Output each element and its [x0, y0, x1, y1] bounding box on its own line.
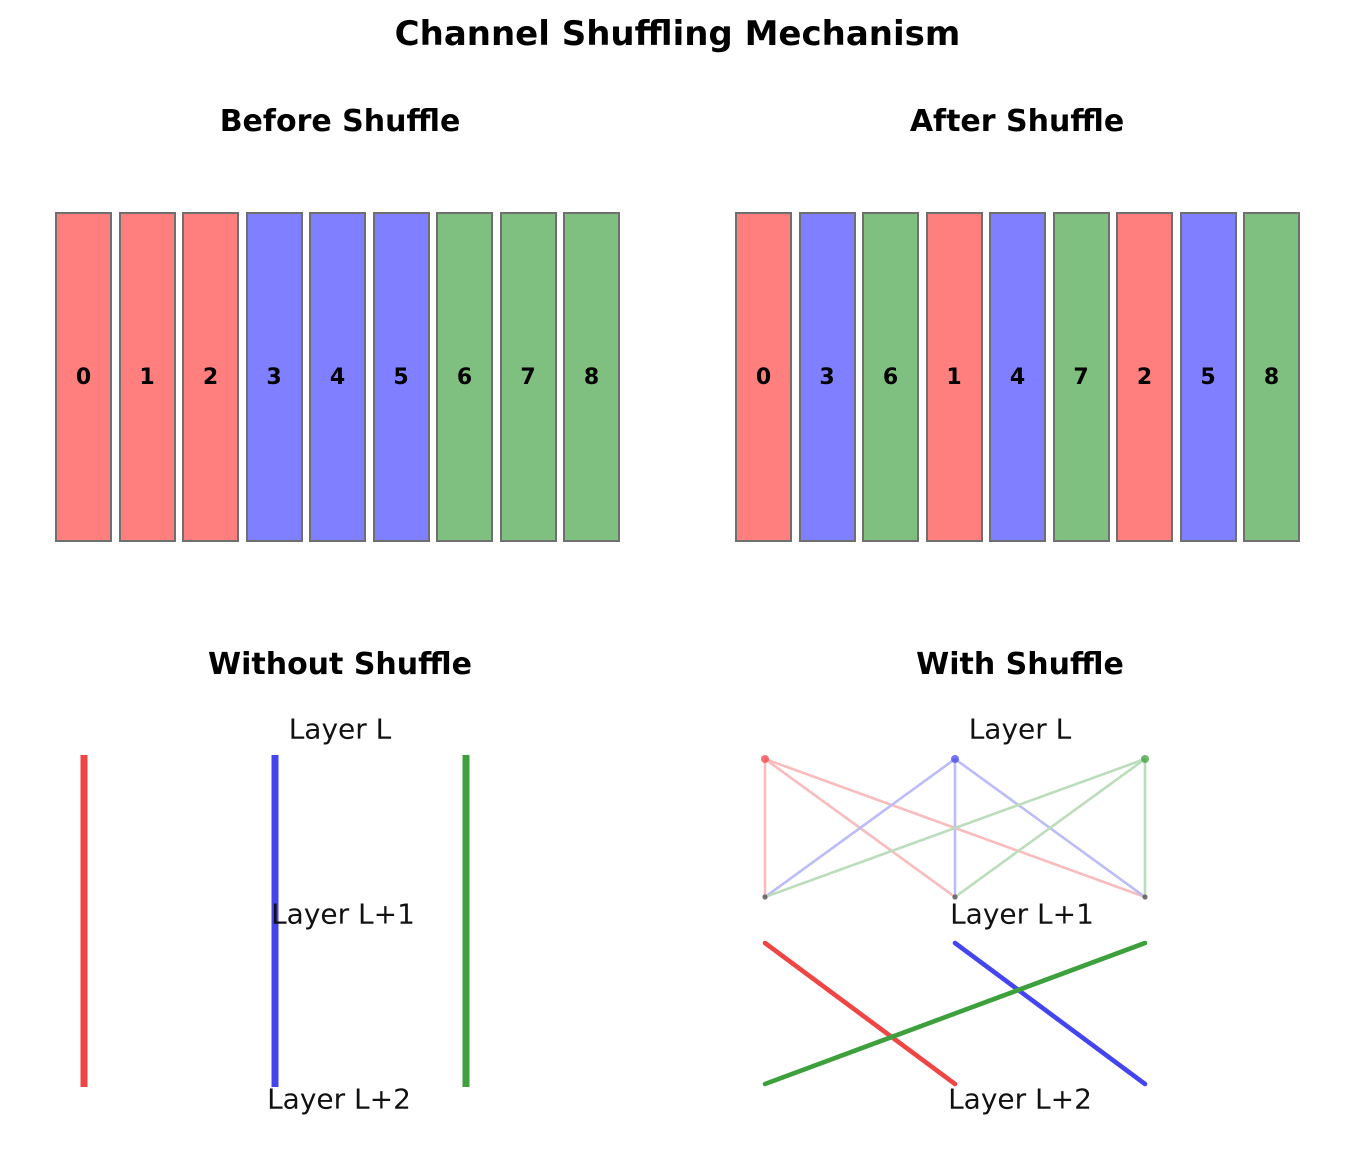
layer-l1-node-0: [762, 894, 768, 900]
shuffle-diagonal-blue: [952, 940, 1148, 1087]
channel-bar-red-2: 2: [1116, 212, 1173, 542]
layer-l-label-with: Layer L: [968, 712, 1072, 746]
channel-bar-green-8: 8: [1243, 212, 1300, 542]
channel-bar-label: 2: [1136, 364, 1153, 390]
channel-bar-red-1: 1: [925, 212, 983, 542]
layer-l2-label-without: Layer L+2: [267, 1082, 411, 1116]
channel-bar-label: 8: [583, 364, 600, 390]
channel-bar-label: 4: [1009, 364, 1026, 390]
channel-bar-blue-3: 3: [245, 212, 303, 542]
channel-bar-label: 5: [1200, 364, 1216, 390]
channel-bar-label: 0: [755, 364, 772, 390]
channel-bar-label: 7: [520, 364, 536, 390]
channel-bar-green-8: 8: [563, 212, 620, 542]
layer-l-node-red: [761, 755, 769, 763]
fan-line-blue: [764, 757, 956, 899]
channel-bar-blue-4: 4: [989, 212, 1046, 542]
channel-bar-label: 6: [456, 364, 473, 390]
channel-bar-label: 7: [1073, 364, 1089, 390]
channel-bar-blue-5: 5: [1179, 212, 1237, 542]
channel-bar-green-7: 7: [1052, 212, 1110, 542]
channel-bar-label: 1: [946, 364, 962, 390]
fan-line-green: [764, 757, 1146, 899]
channel-bar-label: 6: [882, 364, 899, 390]
channel-bar-label: 2: [202, 364, 219, 390]
channel-bar-label: 5: [393, 364, 409, 390]
channel-bar-blue-4: 4: [309, 212, 366, 542]
panel-title-without-shuffle: Without Shuffle: [208, 647, 472, 682]
channel-bar-green-6: 6: [862, 212, 919, 542]
channel-bar-label: 8: [1263, 364, 1280, 390]
channel-bar-label: 1: [139, 364, 155, 390]
layer-l1-node-2: [1142, 894, 1148, 900]
channel-bar-green-7: 7: [499, 212, 557, 542]
panel-title-before-shuffle: Before Shuffle: [219, 104, 461, 139]
channel-bar-red-1: 1: [118, 212, 176, 542]
layer-l-node-blue: [951, 755, 959, 763]
figure-title: Channel Shuffling Mechanism: [394, 14, 961, 54]
shuffle-diagonal-green: [762, 940, 1148, 1087]
layer-l1-node-1: [952, 894, 958, 900]
shuffle-diagonal-red: [762, 940, 958, 1087]
panel-title-with-shuffle: With Shuffle: [916, 647, 1124, 682]
channel-bar-label: 3: [266, 364, 282, 390]
channel-bar-blue-5: 5: [372, 212, 430, 542]
layer-l1-label-without: Layer L+1: [271, 897, 415, 931]
panel-title-after-shuffle: After Shuffle: [909, 104, 1125, 139]
channel-bar-green-6: 6: [436, 212, 493, 542]
channel-bar-label: 3: [819, 364, 835, 390]
channel-bar-red-2: 2: [182, 212, 239, 542]
layer-l2-label-with: Layer L+2: [948, 1082, 1092, 1116]
channel-bar-blue-3: 3: [798, 212, 856, 542]
layer-l-label-without: Layer L: [288, 712, 392, 746]
channel-bar-red-0: 0: [55, 212, 112, 542]
channel-bar-red-0: 0: [735, 212, 792, 542]
channel-bar-label: 4: [329, 364, 346, 390]
channel-bar-label: 0: [75, 364, 92, 390]
layer-l-node-green: [1141, 755, 1149, 763]
fan-line-green: [954, 757, 1146, 899]
layer-l1-label-with: Layer L+1: [950, 897, 1094, 931]
